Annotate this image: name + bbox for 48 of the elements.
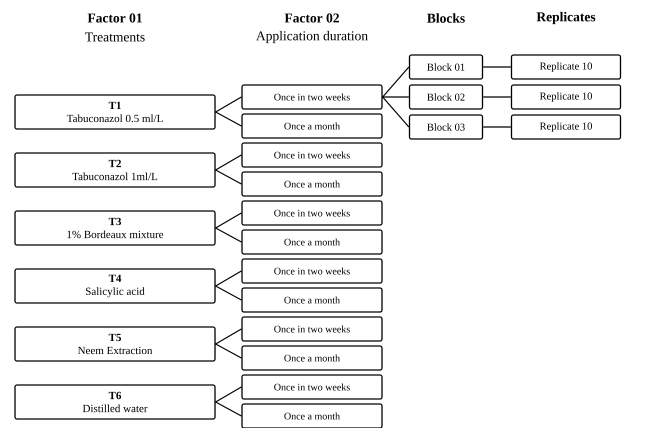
connector-line [215, 343, 242, 359]
duration-box: Once a month [241, 171, 383, 197]
connector-line [382, 96, 410, 128]
replicate-box: Replicate 10 [510, 54, 622, 80]
connector-line [215, 328, 242, 344]
column-heading: Blocks [427, 13, 465, 23]
treatment-box: T6 Distilled water [14, 384, 216, 420]
connector-line [215, 169, 242, 185]
connector-line [215, 227, 242, 243]
duration-box: Once a month [241, 229, 383, 255]
connector-line [215, 111, 242, 127]
column-heading: Replicates [536, 12, 596, 24]
duration-box: Once in two weeks [241, 258, 383, 284]
duration-box: Once a month [241, 113, 383, 139]
connector-line [215, 386, 242, 402]
replicate-box: Replicate 10 [510, 84, 622, 110]
treatment-box: T5 Neem Extraction [14, 326, 216, 362]
treatment-box: T3 1% Bordeaux mixture [14, 210, 216, 246]
column-heading: Factor 02 [284, 13, 339, 23]
block-box: Block 03 [408, 114, 484, 140]
duration-box: Once in two weeks [241, 200, 383, 226]
treatment-box: T2 Tabuconazol 1ml/L [14, 152, 216, 188]
duration-box: Once in two weeks [241, 142, 383, 168]
connector-line [215, 154, 242, 171]
connector-line [483, 126, 511, 128]
treatment-box: T4 Salicylic acid [14, 268, 216, 304]
connector-line [483, 96, 511, 98]
column-subheading: Application duration [256, 30, 368, 44]
replicate-box: Replicate 10 [510, 114, 622, 140]
connector-line [215, 212, 242, 228]
duration-box: Once a month [241, 403, 383, 428]
connector-line [215, 270, 242, 286]
connector-line [215, 96, 242, 113]
column-heading: Factor 01 [88, 13, 142, 23]
block-box: Block 01 [408, 54, 484, 80]
duration-box: Once a month [241, 345, 383, 371]
column-subheading: Treatments [85, 32, 145, 42]
duration-box: Once in two weeks [241, 374, 383, 400]
connector-line [382, 66, 410, 98]
duration-box: Once in two weeks [241, 84, 383, 110]
block-box: Block 02 [408, 84, 484, 110]
connector-line [215, 401, 242, 417]
treatment-box: T1 Tabuconazol 0.5 ml/L [14, 94, 216, 130]
connector-line [382, 96, 409, 98]
duration-box: Once a month [241, 287, 383, 313]
connector-line [483, 66, 511, 68]
connector-line [215, 285, 242, 301]
duration-box: Once in two weeks [241, 316, 383, 342]
